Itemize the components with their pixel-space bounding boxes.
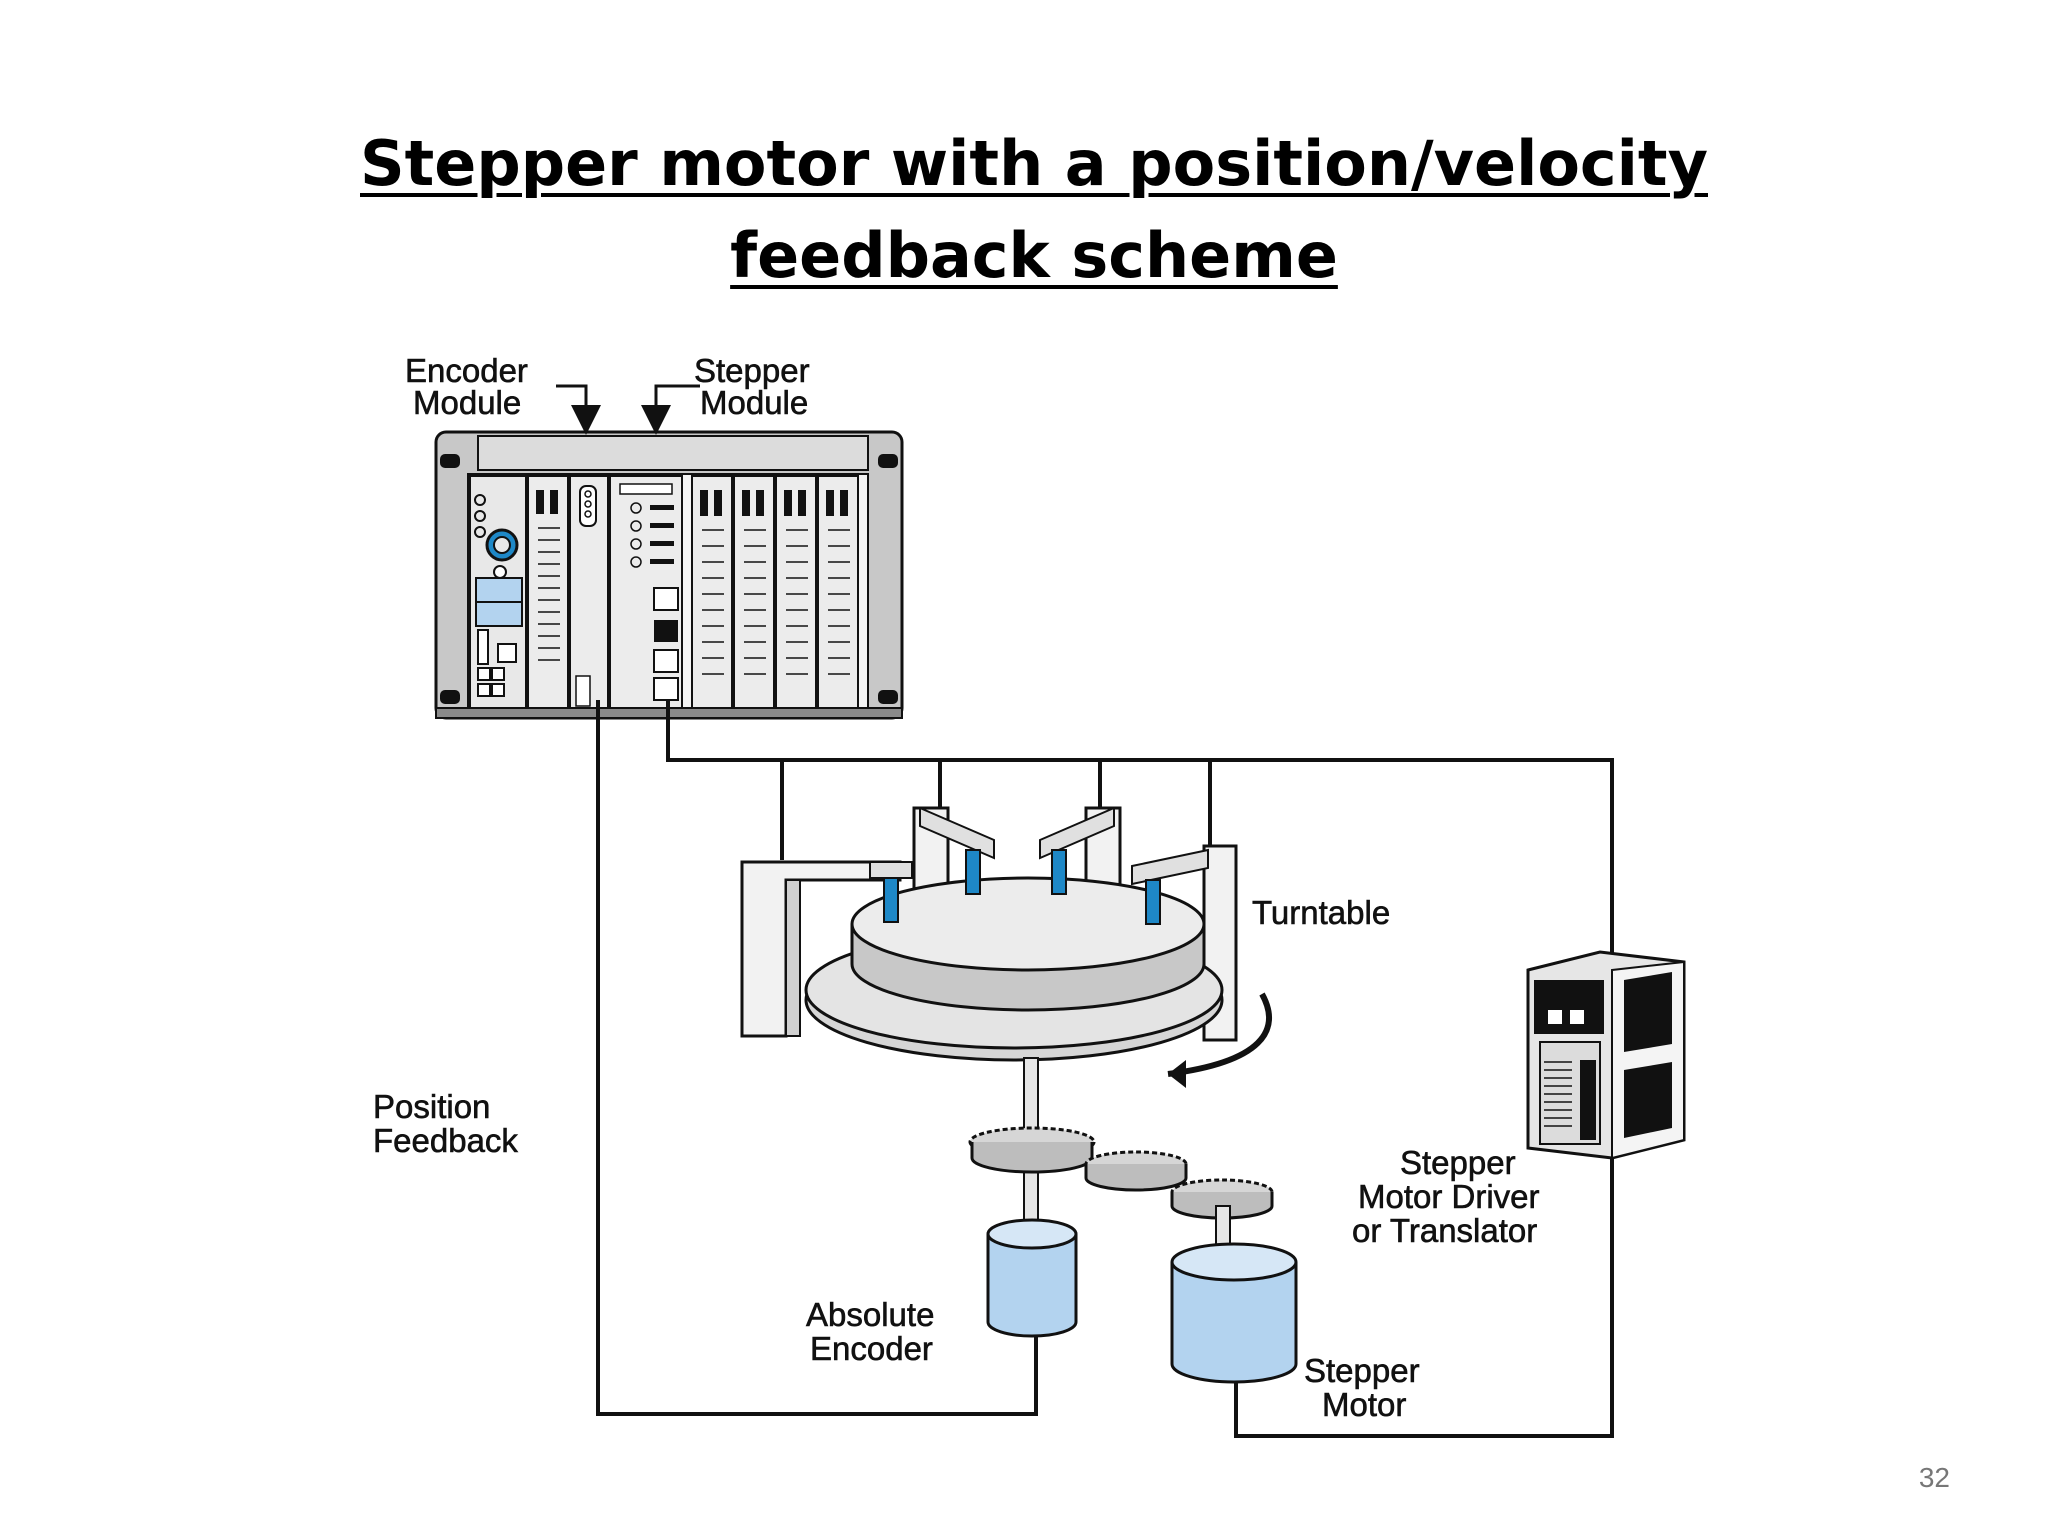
label-stepper-motor-1: Stepper bbox=[1304, 1352, 1420, 1389]
slide-title: Stepper motor with a position/velocity f… bbox=[0, 118, 2048, 302]
label-abs-encoder-2: Encoder bbox=[810, 1330, 933, 1367]
plc-rack bbox=[434, 430, 904, 720]
position-feedback-wire bbox=[596, 700, 1038, 1416]
cpu-module bbox=[469, 475, 527, 709]
title-line-1: Stepper motor with a position/velocity bbox=[360, 127, 1708, 200]
label-position-feedback-1: Position bbox=[373, 1088, 490, 1125]
stepper-driver bbox=[1526, 950, 1686, 1160]
label-position-feedback-2: Feedback bbox=[373, 1122, 518, 1159]
gear-train bbox=[968, 1126, 1274, 1253]
encoder-module-slot bbox=[569, 475, 609, 709]
label-encoder-module-2: Module bbox=[413, 384, 521, 421]
label-abs-encoder-1: Absolute bbox=[806, 1296, 934, 1333]
label-stepper-module-2: Module bbox=[700, 384, 808, 421]
turntable-assembly bbox=[740, 806, 1273, 1239]
label-stepper-module-1: Stepper bbox=[694, 352, 810, 389]
gear-large bbox=[968, 1126, 1096, 1174]
io-module-1 bbox=[527, 475, 569, 709]
label-driver-1: Stepper bbox=[1400, 1144, 1516, 1181]
title-line-2: feedback scheme bbox=[730, 219, 1338, 292]
label-turntable: Turntable bbox=[1252, 894, 1390, 931]
label-encoder-module-1: Encoder bbox=[405, 352, 528, 389]
stepper-motor bbox=[1170, 1242, 1298, 1384]
gear-middle bbox=[1084, 1150, 1188, 1192]
io-modules-right bbox=[691, 475, 859, 709]
label-stepper-motor-2: Motor bbox=[1322, 1386, 1406, 1423]
gear-small bbox=[1170, 1178, 1274, 1220]
stepper-module-slot bbox=[609, 475, 683, 709]
encoder-module-arrow bbox=[556, 384, 601, 435]
stepper-module-arrow bbox=[641, 384, 700, 435]
page-number: 32 bbox=[1918, 1462, 1950, 1493]
rotation-arrow bbox=[1167, 992, 1273, 1077]
label-driver-2: Motor Driver bbox=[1358, 1178, 1540, 1215]
label-driver-3: or Translator bbox=[1352, 1212, 1537, 1249]
absolute-encoder bbox=[986, 1218, 1078, 1338]
